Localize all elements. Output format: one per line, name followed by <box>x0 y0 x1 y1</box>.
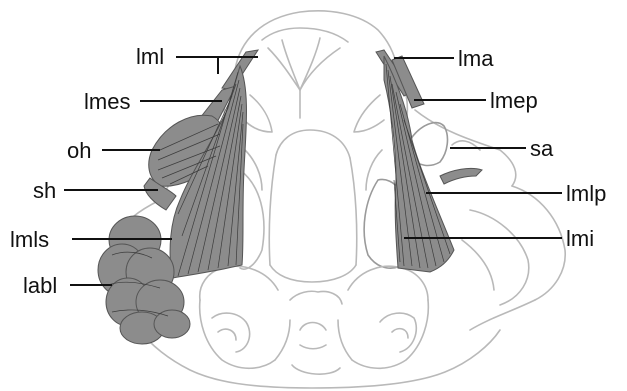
label-lmls: lmls <box>10 227 49 252</box>
label-lmes: lmes <box>84 89 130 114</box>
label-sh: sh <box>33 178 56 203</box>
label-sa: sa <box>530 136 554 161</box>
label-lml: lml <box>136 44 164 69</box>
sa-tip <box>440 168 482 184</box>
label-lmi: lmi <box>566 226 594 251</box>
label-oh: oh <box>67 138 91 163</box>
label-lmlp: lmlp <box>566 181 606 206</box>
label-lma: lma <box>458 46 494 71</box>
label-labl: labl <box>23 273 57 298</box>
label-lmep: lmep <box>490 88 538 113</box>
